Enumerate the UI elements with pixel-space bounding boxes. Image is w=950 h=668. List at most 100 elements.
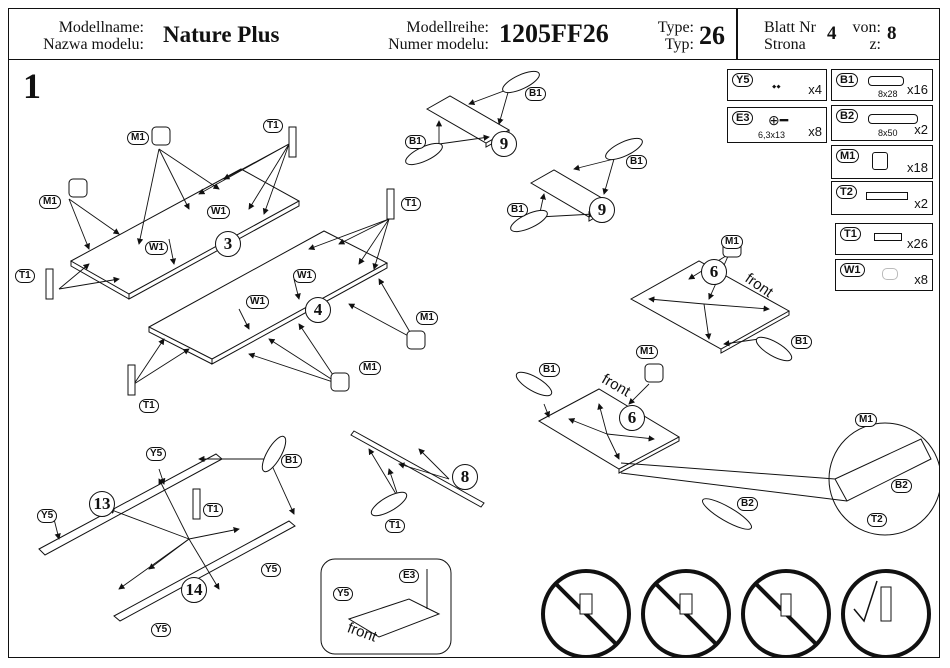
header-bar: Modellname: Nazwa modelu: Nature Plus Mo… <box>9 9 939 60</box>
callout-m1: M1 <box>855 413 877 427</box>
part-number-9-top: 9 <box>491 131 517 157</box>
legend-y5-qty: x4 <box>808 82 822 97</box>
cam-bolt-icon <box>874 233 902 241</box>
dowel-icon <box>868 76 904 86</box>
part-number-13: 13 <box>89 491 115 517</box>
callout-t1: T1 <box>401 197 421 211</box>
rail-14 <box>113 520 296 622</box>
callout-b1: B1 <box>626 155 647 169</box>
legend-w1-code: W1 <box>840 263 865 277</box>
legend-b1-qty: x16 <box>907 82 928 97</box>
cam-lock-icon <box>872 152 888 170</box>
legend-b1-size: 8x28 <box>878 89 898 99</box>
legend-e3-code: E3 <box>732 111 754 125</box>
part-number-14: 14 <box>181 577 207 603</box>
step-number: 1 <box>23 66 41 106</box>
legend-m1: M1 x18 <box>831 145 933 179</box>
callout-m1: M1 <box>636 345 658 359</box>
part-number-4: 4 <box>305 297 331 323</box>
callout-b1: B1 <box>791 335 812 349</box>
legend-w1: W1 x8 <box>835 259 933 291</box>
sheet-value: 4 <box>827 23 837 44</box>
long-bolt-icon <box>866 192 908 200</box>
type-label-pl: Typ: <box>664 36 694 53</box>
legend-t1-qty: x26 <box>907 236 928 251</box>
panel-6-bottom <box>537 388 681 470</box>
part-number-6-bottom: 6 <box>619 405 645 431</box>
assembly-drawing <box>38 70 939 657</box>
model-number-label: Modellreihe: Numer modelu: <box>369 19 489 53</box>
header-divider <box>736 9 738 59</box>
legend-b2-qty: x2 <box>914 122 928 137</box>
legend-m1-qty: x18 <box>907 160 928 175</box>
callout-m1: M1 <box>39 195 61 209</box>
rail-8 <box>350 430 485 508</box>
legend-t2: T2 x2 <box>831 181 933 215</box>
legend-e3: E3 ⊕━ 6,3x13 x8 <box>727 107 827 143</box>
model-name-label: Modellname: Nazwa modelu: <box>19 19 144 53</box>
of-label: von: z: <box>841 19 881 53</box>
callout-t1: T1 <box>139 399 159 413</box>
type-value: 26 <box>699 21 725 50</box>
warning-circles <box>541 569 931 657</box>
legend-e3-qty: x8 <box>808 124 822 139</box>
plate-icon: ⬩⬩ <box>772 79 781 93</box>
callout-t1: T1 <box>203 503 223 517</box>
legend-b2-code: B2 <box>836 109 859 123</box>
callout-t1: T1 <box>263 119 283 133</box>
legend-b1-code: B1 <box>836 73 859 87</box>
part-number-8: 8 <box>452 464 478 490</box>
legend-e3-size: 6,3x13 <box>758 130 786 140</box>
legend-t1: T1 x26 <box>835 223 933 255</box>
callout-w1: W1 <box>246 295 269 309</box>
callout-w1: W1 <box>207 205 230 219</box>
sheet-label-pl: Strona <box>764 36 806 53</box>
callout-b1: B1 <box>281 454 302 468</box>
callout-t2: T2 <box>867 513 887 527</box>
legend-t2-qty: x2 <box>914 196 928 211</box>
type-label-de: Type: <box>657 19 694 36</box>
legend-m1-code: M1 <box>836 149 860 163</box>
callout-m1: M1 <box>721 235 743 249</box>
callout-b1: B1 <box>405 135 426 149</box>
legend-b2: B2 8x50 x2 <box>831 105 933 141</box>
legend-b2-size: 8x50 <box>878 128 898 138</box>
model-number-value: 1205FF26 <box>499 19 609 48</box>
callout-y5: Y5 <box>37 509 58 523</box>
callout-b1: B1 <box>507 203 528 217</box>
legend-b1: B1 8x28 x16 <box>831 69 933 101</box>
callout-t1: T1 <box>15 269 35 283</box>
callout-b2: B2 <box>891 479 912 493</box>
model-series-label-pl: Numer modelu: <box>388 36 489 53</box>
callout-y5: Y5 <box>146 447 167 461</box>
sheet-label-de: Blatt Nr <box>764 19 816 36</box>
of-label-de: von: <box>852 19 881 36</box>
callout-t1: T1 <box>385 519 405 533</box>
legend-t2-code: T2 <box>836 185 857 199</box>
callout-w1: W1 <box>145 241 168 255</box>
callout-b1: B1 <box>539 363 560 377</box>
legend-y5-code: Y5 <box>732 73 754 87</box>
callout-b1: B1 <box>525 87 546 101</box>
callout-y5: Y5 <box>333 587 354 601</box>
part-number-6-top: 6 <box>701 259 727 285</box>
insert-icon <box>882 268 898 280</box>
model-name-label-de: Modellname: <box>58 19 144 36</box>
callout-m1: M1 <box>359 361 381 375</box>
total-sheets-value: 8 <box>887 23 897 44</box>
of-label-pl: z: <box>869 36 881 53</box>
sheet-label: Blatt Nr Strona <box>764 19 819 53</box>
instruction-sheet: Modellname: Nazwa modelu: Nature Plus Mo… <box>8 8 940 658</box>
callout-y5: Y5 <box>261 563 282 577</box>
callout-w1: W1 <box>293 269 316 283</box>
model-name-label-pl: Nazwa modelu: <box>43 36 144 53</box>
callout-m1: M1 <box>416 311 438 325</box>
callout-b2: B2 <box>737 497 758 511</box>
callout-m1: M1 <box>127 131 149 145</box>
model-name-value: Nature Plus <box>163 22 280 47</box>
legend-y5: Y5 ⬩⬩ x4 <box>727 69 827 101</box>
type-label: Type: Typ: <box>639 19 694 53</box>
callout-e3: E3 <box>399 569 420 583</box>
screw-icon: ⊕━ <box>768 112 789 128</box>
legend-w1-qty: x8 <box>914 272 928 287</box>
